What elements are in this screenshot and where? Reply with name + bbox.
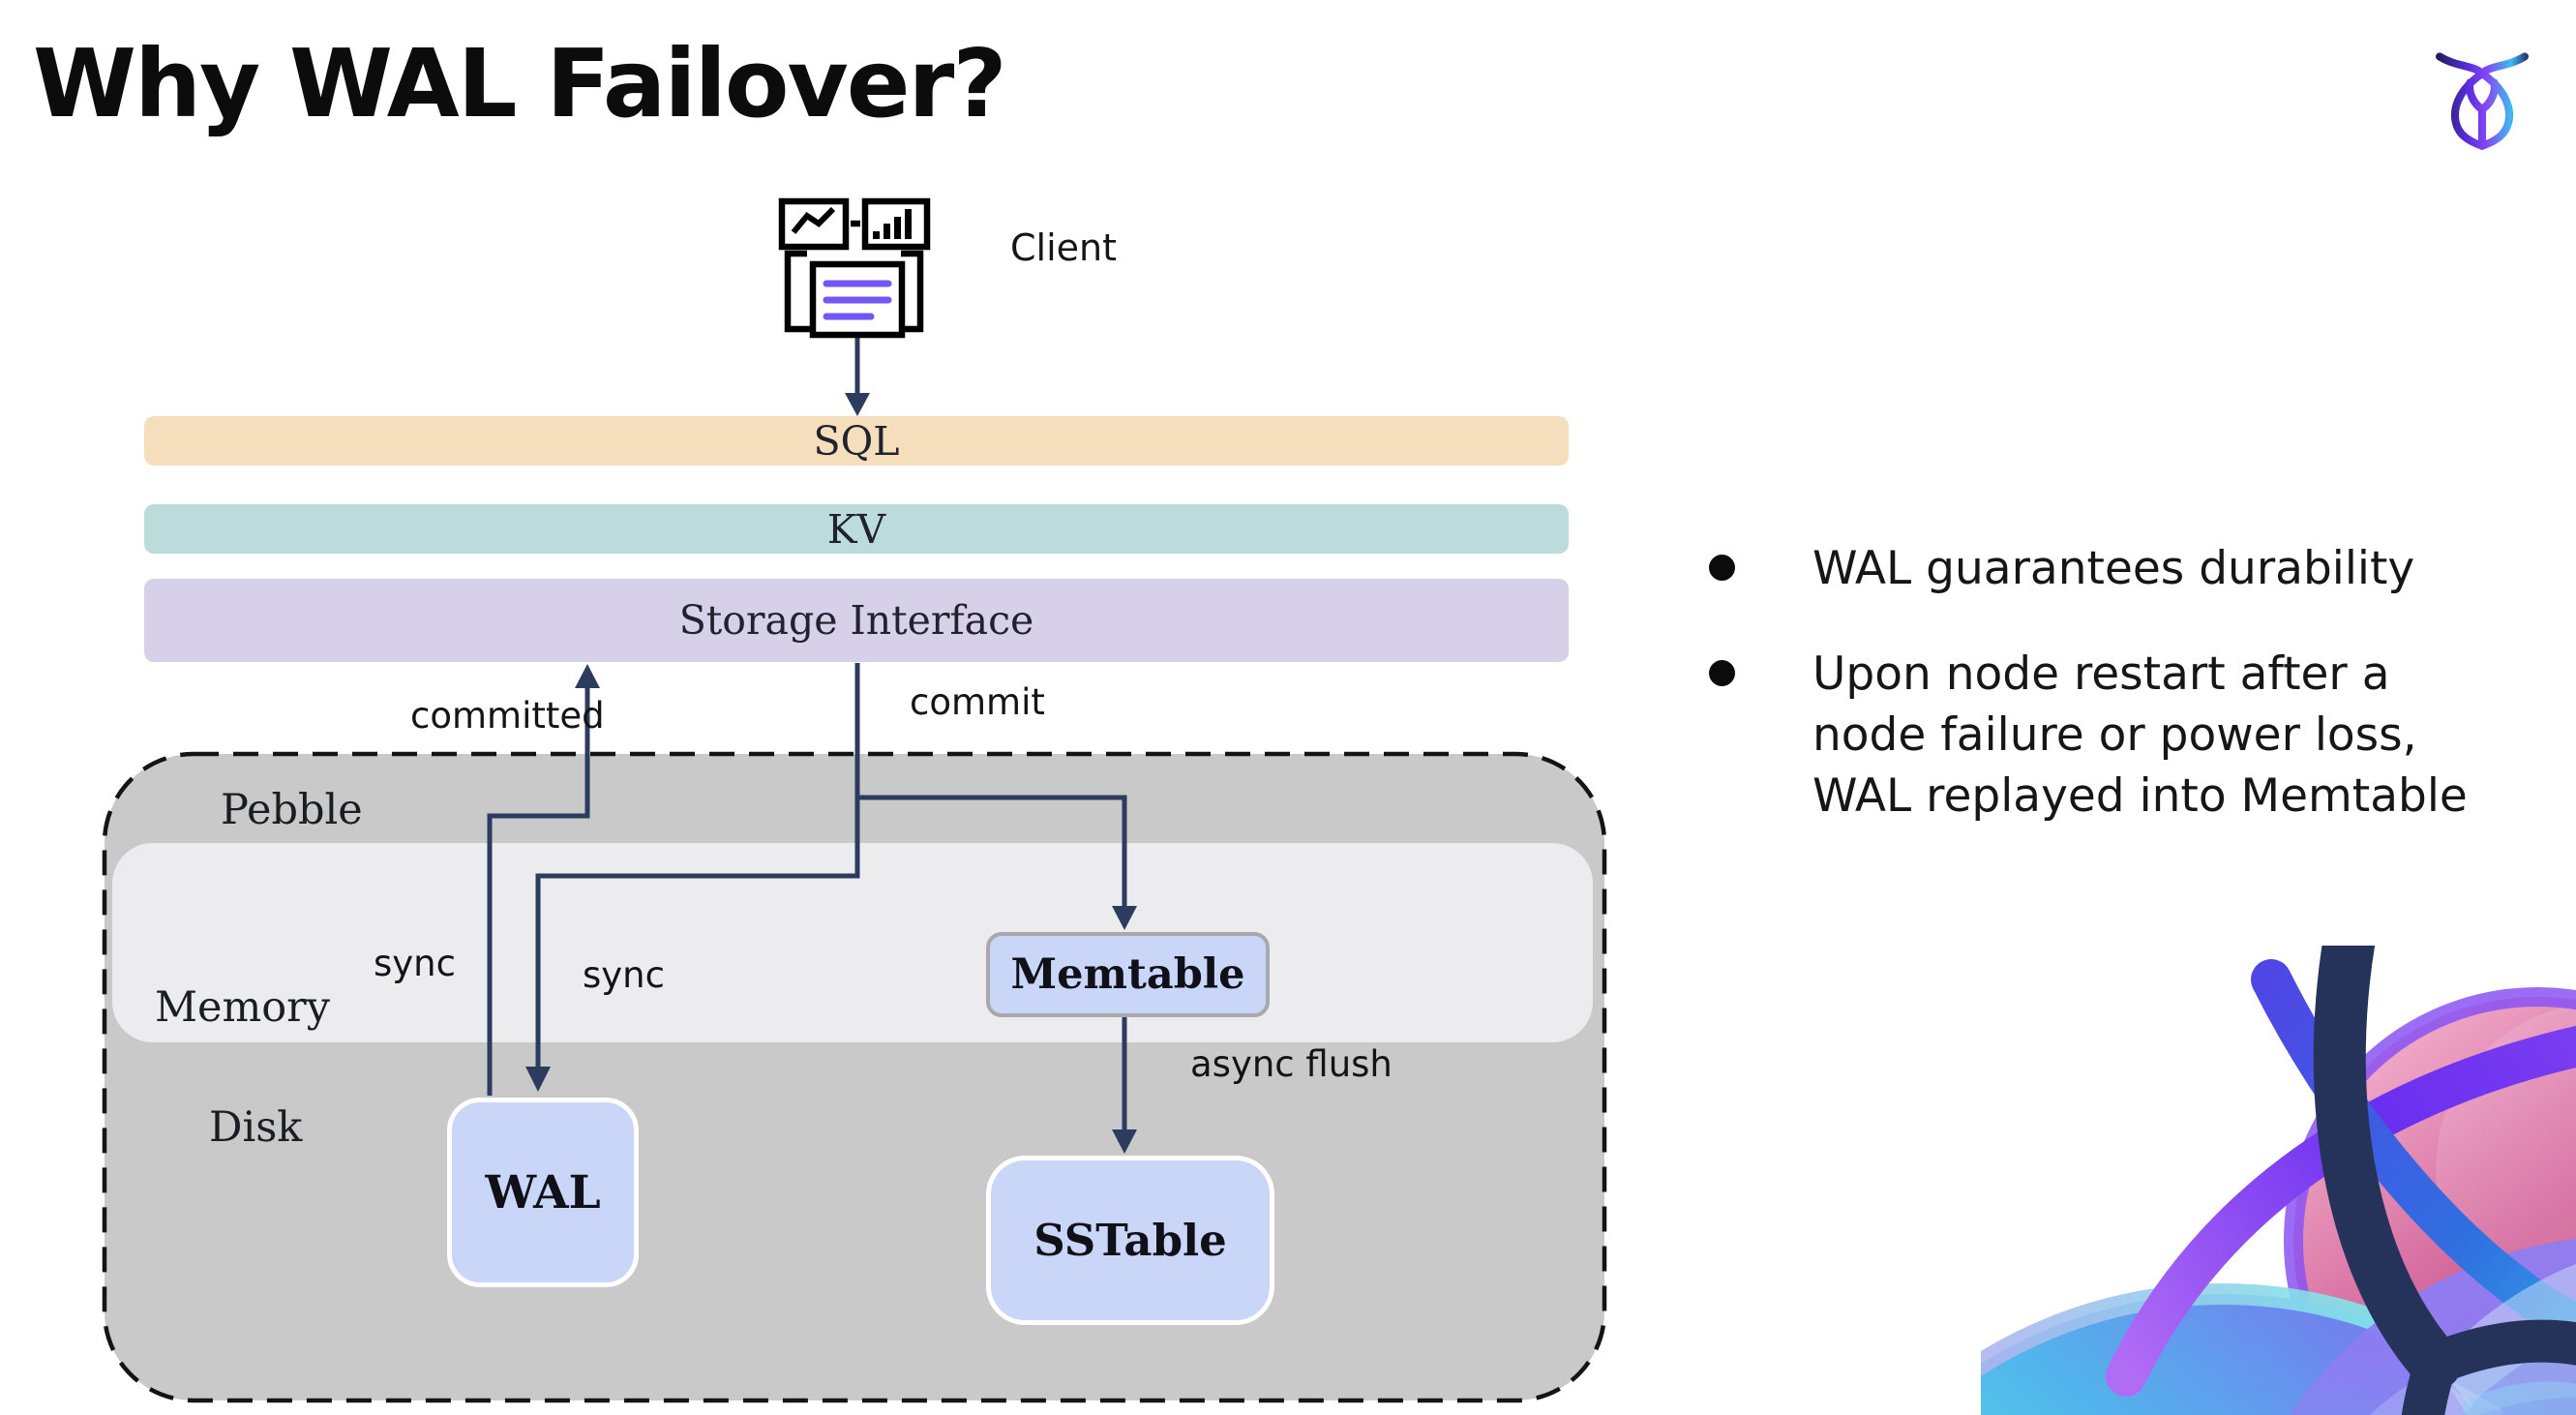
layer-storage-interface: Storage Interface xyxy=(144,579,1569,662)
sstable-node-label: SSTable xyxy=(1033,1215,1227,1266)
memory-region xyxy=(112,843,1593,1042)
sstable-node: SSTable xyxy=(986,1156,1274,1325)
bullet-list: WAL guarantees durability Upon node rest… xyxy=(1709,538,2531,827)
bullet-text: Upon node restart after a node failure o… xyxy=(1812,647,2468,823)
layer-storage-interface-label: Storage Interface xyxy=(678,597,1034,644)
bullet-dot-icon xyxy=(1709,555,1735,581)
memtable-node: Memtable xyxy=(986,932,1270,1017)
cockroachdb-logo-icon xyxy=(2436,52,2529,150)
edge-commit-wal xyxy=(535,663,860,1067)
wal-node: WAL xyxy=(447,1098,639,1287)
client-label: Client xyxy=(1010,226,1118,269)
sync-label-right: sync xyxy=(583,954,665,996)
document-icon xyxy=(784,250,924,339)
disk-label: Disk xyxy=(209,1103,303,1152)
memtable-node-label: Memtable xyxy=(1010,950,1245,999)
edge-committed xyxy=(487,685,590,1096)
arrowhead-commit-memtable xyxy=(1112,906,1137,930)
wal-node-label: WAL xyxy=(485,1165,601,1219)
pebble-label: Pebble xyxy=(221,786,363,834)
edge-commit-memtable xyxy=(857,795,1127,909)
artwork-veins xyxy=(2313,946,2576,1415)
layer-sql-label: SQL xyxy=(813,417,900,465)
arrowhead-commit-wal xyxy=(525,1067,551,1092)
arrowhead-client-sql xyxy=(845,393,870,416)
sync-label-left: sync xyxy=(374,943,456,984)
bar-chart-icon xyxy=(861,197,931,251)
cockroach-corner-artwork xyxy=(1981,946,2576,1415)
arrowhead-async-flush xyxy=(1112,1129,1137,1154)
bullet-dot-icon xyxy=(1709,660,1735,686)
cockroach-mark xyxy=(2436,52,2529,150)
committed-label: committed xyxy=(410,695,605,737)
list-item: Upon node restart after a node failure o… xyxy=(1709,644,2531,827)
memory-label: Memory xyxy=(155,983,330,1032)
line-chart-icon xyxy=(778,197,850,251)
list-item: WAL guarantees durability xyxy=(1709,538,2531,599)
async-flush-label: async flush xyxy=(1190,1043,1393,1085)
arrowhead-committed xyxy=(575,664,600,688)
document-text-lines xyxy=(823,280,892,320)
page-title: Why WAL Failover? xyxy=(33,29,1007,138)
layer-sql: SQL xyxy=(144,416,1569,466)
client-icon xyxy=(778,197,931,339)
commit-label: commit xyxy=(910,681,1045,723)
layer-kv-label: KV xyxy=(826,505,886,553)
layer-kv: KV xyxy=(144,504,1569,554)
bullet-text: WAL guarantees durability xyxy=(1812,542,2415,595)
diagram-edges xyxy=(487,337,1137,1154)
